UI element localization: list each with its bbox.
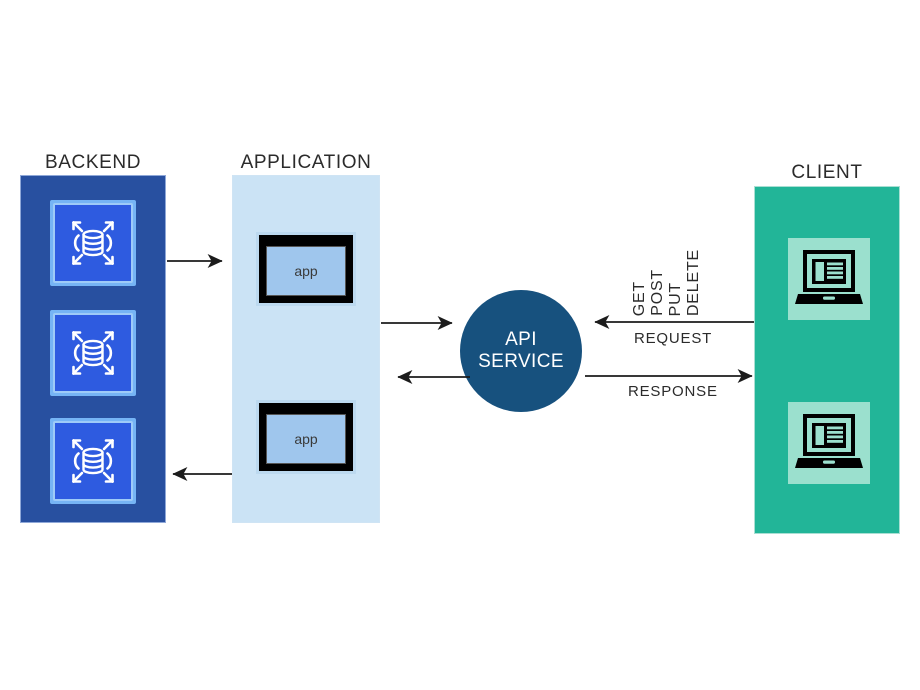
backend-column-label: BACKEND [44, 152, 142, 173]
http-method-get: GET [631, 280, 648, 316]
request-flow-label: REQUEST [634, 330, 713, 347]
app-window-icon[interactable]: app [259, 403, 353, 471]
client-column-label: CLIENT [791, 162, 863, 183]
application-column-label: APPLICATION [240, 152, 372, 173]
laptop-icon[interactable] [788, 402, 870, 484]
api-service-line2: SERVICE [478, 351, 564, 372]
app-window-icon[interactable]: app [259, 235, 353, 303]
http-method-put: PUT [667, 281, 684, 316]
http-method-post: POST [649, 269, 666, 316]
api-service-line1: API [505, 328, 537, 350]
app-window-screen: app [266, 246, 346, 296]
http-methods-group: GET POST PUT DELETE [631, 224, 702, 316]
response-flow-label: RESPONSE [628, 383, 718, 400]
database-scale-icon[interactable] [50, 418, 136, 504]
database-scale-icon[interactable] [50, 310, 136, 396]
api-service-node[interactable]: API SERVICE [460, 290, 582, 412]
app-window-screen: app [266, 414, 346, 464]
app-window-label: app [294, 263, 318, 279]
laptop-icon[interactable] [788, 238, 870, 320]
http-method-delete: DELETE [685, 248, 702, 316]
database-scale-icon[interactable] [50, 200, 136, 286]
app-window-label: app [294, 431, 318, 447]
